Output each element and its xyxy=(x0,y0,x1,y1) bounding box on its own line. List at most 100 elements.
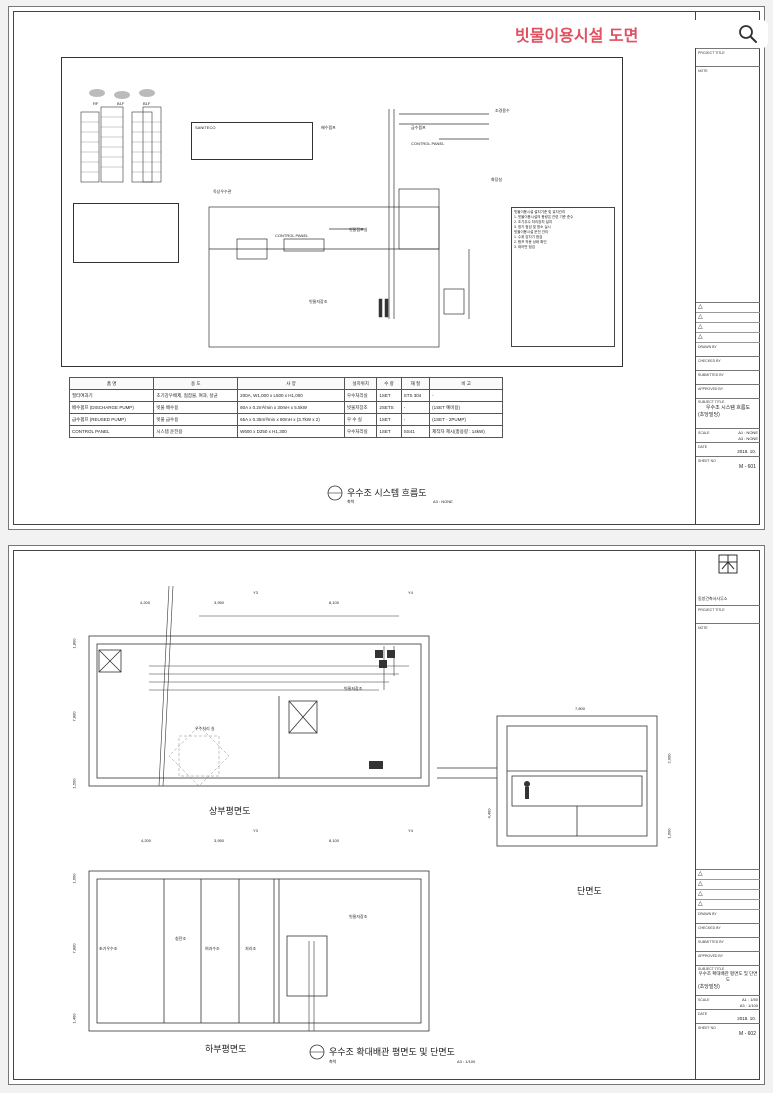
table-row: 필터여과기 초기강우배제, 협잡물, 여과, 살균 200A, W1,000 x… xyxy=(68,389,503,402)
approved-by-label: APPROVED BY xyxy=(698,954,724,958)
lower-dim-3: 8,100 xyxy=(329,838,340,843)
scale-a1: A1 : NONE xyxy=(738,430,758,435)
submitted-by-row: SUBMITTED BY xyxy=(696,938,760,952)
subject-title: 우수조 확대배관 평면도 및 단면도 xyxy=(698,971,758,982)
pump-room-label: 빗물펌프실 xyxy=(349,227,368,232)
sheet-no-row: SHEET NO M - 601 xyxy=(696,457,760,473)
notes-panel: 빗물이용시설 설치기준 및 유지관리 1. 빗물이용시설의 용량은 관련 기준 … xyxy=(511,207,615,347)
lower-side-dim-2: 7,800 xyxy=(71,943,77,954)
drawing-sheet-m601: RF B1F B1F SANITECO 배수펌프 급수펌프 CONTROL PA… xyxy=(8,6,765,530)
sheet-frame xyxy=(13,550,760,1080)
revision-row: △ xyxy=(696,900,760,910)
sanitec-label: SANITECO xyxy=(195,125,216,130)
discharge-pump-label: 배수펌프 xyxy=(321,125,336,130)
table-cell: 급수펌프 (REUSED PUMP) xyxy=(68,413,155,426)
upper-room-1: 우수처리 실 xyxy=(195,726,215,731)
grid-y3: Y3 xyxy=(253,590,258,595)
table-cell: 필터여과기 xyxy=(68,389,155,402)
subject-title-label: SUBJECT TITLE xyxy=(698,967,725,971)
caption-symbol: 축척 xyxy=(347,499,355,504)
grid-y3-lower: Y3 xyxy=(253,828,258,833)
subject-title: 우수조 시스템 흐름도 xyxy=(705,405,751,411)
drawn-by-label: DRAWN BY xyxy=(698,912,717,916)
subject-title-row: SUBJECT TITLE 우수조 시스템 흐름도 (초당빌딩) xyxy=(696,399,760,429)
table-cell: 초기강우배제, 협잡물, 여과, 살균 xyxy=(153,389,239,402)
subject-note: (초당빌딩) xyxy=(698,984,720,990)
section-dim-top: 7,800 xyxy=(575,706,586,711)
note-line: 1. 수위 감지기 점검 xyxy=(514,235,543,239)
search-icon[interactable] xyxy=(738,24,758,44)
table-header-row: 품 명 용 도 사 양 설치위치 수 량 재 질 비 고 xyxy=(68,377,503,390)
upper-side-dim-1: 1,800 xyxy=(71,638,77,649)
table-cell: 시스템 운전용 xyxy=(153,425,239,438)
drawing-sheet-m602: 4,200 3,950 8,100 Y3 Y4 1,800 7,800 1,50… xyxy=(8,545,765,1085)
date-row: DATE 2018. 10. xyxy=(696,1010,760,1024)
control-panel-box-label: CONTROL PANEL xyxy=(275,233,309,238)
table-cell: - xyxy=(400,401,431,414)
scale-a1: A1 : 1/50 xyxy=(741,997,758,1002)
checked-by-label: CHECKED BY xyxy=(698,926,721,930)
upper-room-2: 빗물저장조 xyxy=(344,686,363,691)
approved-by-row: APPROVED BY xyxy=(696,385,760,399)
table-cell: 제작자 제시(총용량 : 14kW) xyxy=(429,425,503,438)
scale-a3: A3 : NONE xyxy=(738,436,758,441)
upper-dim-2: 3,950 xyxy=(214,600,225,605)
revision-row: △ xyxy=(696,313,760,323)
approved-by-row: APPROVED BY xyxy=(696,952,760,966)
roof-drain-label: 옥상우수관 xyxy=(213,189,232,194)
table-cell: 우수처리실 xyxy=(343,389,378,402)
scale-label: SCALE xyxy=(698,431,710,435)
building-label-1: RF xyxy=(93,101,99,106)
project-title-row: PROJECT TITLE xyxy=(696,606,760,624)
scale-label: SCALE xyxy=(698,998,710,1002)
sheet-no-label: SHEET NO xyxy=(698,1026,716,1030)
checked-by-label: CHECKED BY xyxy=(698,359,721,363)
note-line: 2. 초기우수 처리장치 설치 xyxy=(514,220,553,224)
table-cell: 200A, W1,000 x L500 x H1,000 xyxy=(237,389,345,402)
sanitec-note-box xyxy=(191,122,313,160)
sheet-no-value: M - 601 xyxy=(739,464,756,470)
subject-note: (초당빌딩) xyxy=(698,412,720,418)
section-caption: 단면도 xyxy=(577,886,602,896)
search-query-text[interactable]: 빗물이용시설 도면 xyxy=(515,26,639,45)
drawing-caption-scale: A3 : NONE xyxy=(433,499,453,504)
lower-room-1: 초기우수조 xyxy=(99,946,118,951)
garden-water-label: 조경용수 xyxy=(495,108,510,113)
grid-y4-lower: Y4 xyxy=(408,828,413,833)
search-bar[interactable]: 빗물이용시설 도면 xyxy=(505,20,768,48)
drawing-caption-title: 우수조 확대배관 평면도 및 단면도 xyxy=(329,1047,455,1057)
revision-row: △ xyxy=(696,323,760,333)
flow-diagram-frame xyxy=(61,57,623,367)
table-cell: 1SET xyxy=(376,425,402,438)
subject-title-label: SUBJECT TITLE xyxy=(698,400,725,404)
table-row: 급수펌프 (REUSED PUMP) 빗물 급수용 65A x 0.35m³/m… xyxy=(68,413,503,426)
submitted-by-label: SUBMITTED BY xyxy=(698,373,724,377)
drawn-by-row: DRAWN BY xyxy=(696,343,760,357)
table-cell: 우 수 실 xyxy=(343,413,378,426)
table-header: 품 명 xyxy=(68,377,155,390)
drawn-by-label: DRAWN BY xyxy=(698,345,717,349)
date-value: 2018. 10. xyxy=(737,1016,756,1021)
table-cell: 2SETS xyxy=(376,401,402,414)
revision-row: △ xyxy=(696,880,760,890)
note-label: NOTE xyxy=(698,626,708,630)
upper-dim-1: 4,200 xyxy=(140,600,151,605)
project-title-row: PROJECT TITLE xyxy=(696,49,760,67)
table-row: CONTROL PANEL 시스템 운전용 W600 x D250 x H1,3… xyxy=(68,425,503,438)
firm-name: 동방건축사사무소 xyxy=(698,596,728,601)
table-cell: 배수펌프 (DISCHARGE PUMP) xyxy=(68,401,155,414)
building-label-3: B1F xyxy=(143,101,151,106)
detail-legend-box xyxy=(73,203,179,263)
date-row: DATE 2018. 10. xyxy=(696,443,760,457)
submitted-by-label: SUBMITTED BY xyxy=(698,940,724,944)
sheet-no-row: SHEET NO M - 602 xyxy=(696,1024,760,1040)
title-block: 동방건축사사무소 PROJECT TITLE NOTE △ △ △ △ DRAW… xyxy=(695,11,760,525)
sheet-frame xyxy=(13,11,760,525)
table-cell: 65A x 0.35m³/min x 80mH x (3.7kW x 2) xyxy=(237,413,345,426)
control-panel-label: CONTROL PANEL xyxy=(411,141,445,146)
revision-row: △ xyxy=(696,333,760,343)
revision-row: △ xyxy=(696,303,760,313)
approved-by-label: APPROVED BY xyxy=(698,387,724,391)
table-cell: 1SET xyxy=(376,413,402,426)
title-block: 동방건축사사무소 PROJECT TITLE NOTE △ △ △ △ DRAW… xyxy=(695,550,760,1080)
